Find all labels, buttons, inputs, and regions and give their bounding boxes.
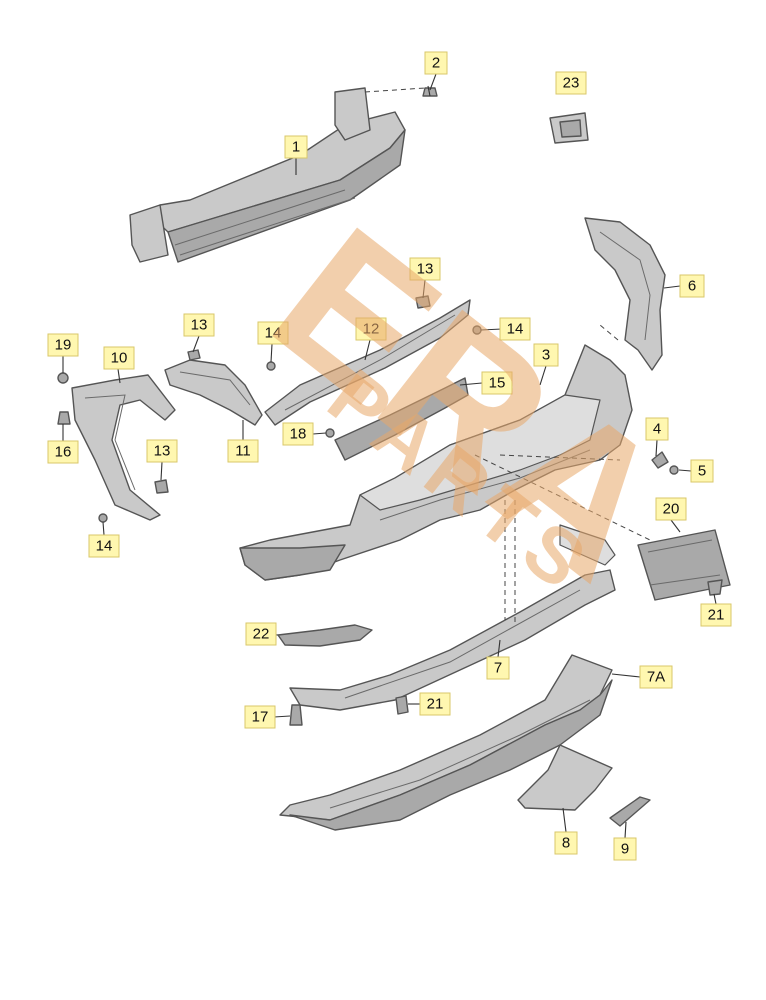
callout-12: 12	[355, 317, 387, 341]
part-small-trim-9	[609, 796, 651, 827]
svg-text:14: 14	[265, 325, 282, 342]
callout-19: 19	[47, 333, 79, 357]
callout-23: 23	[555, 71, 587, 95]
svg-text:3: 3	[542, 347, 550, 364]
callout-9: 9	[613, 837, 637, 861]
callout-14-top: 14	[499, 317, 531, 341]
callout-1: 1	[284, 135, 308, 159]
callout-11: 11	[227, 439, 259, 463]
svg-text:7A: 7A	[647, 669, 665, 686]
svg-text:15: 15	[489, 375, 506, 392]
svg-text:11: 11	[235, 443, 251, 460]
callout-17: 17	[244, 705, 276, 729]
callout-18: 18	[282, 422, 314, 446]
svg-text:21: 21	[427, 696, 444, 713]
callout-2: 2	[424, 51, 448, 75]
callout-3: 3	[533, 343, 559, 367]
callout-7: 7	[486, 656, 510, 680]
svg-text:21: 21	[708, 607, 725, 624]
part-side-panel-8	[517, 744, 613, 811]
svg-text:18: 18	[290, 426, 307, 443]
svg-text:12: 12	[363, 321, 380, 338]
svg-text:22: 22	[253, 626, 270, 643]
svg-text:5: 5	[698, 463, 706, 480]
svg-text:16: 16	[55, 444, 72, 461]
callout-8: 8	[554, 831, 578, 855]
svg-text:17: 17	[252, 709, 269, 726]
svg-text:2: 2	[432, 55, 440, 72]
callout-13-bracket: 13	[146, 439, 178, 463]
svg-text:9: 9	[621, 841, 629, 858]
svg-text:14: 14	[96, 538, 113, 555]
svg-text:8: 8	[562, 835, 570, 852]
part-bumper-cover-3	[239, 344, 633, 581]
callout-21-right: 21	[700, 603, 732, 627]
part-lower-strip-7	[289, 524, 616, 711]
fasteners	[57, 295, 723, 726]
part-bolt-2	[422, 85, 438, 97]
callout-6: 6	[679, 274, 705, 298]
svg-text:4: 4	[653, 421, 661, 438]
part-center-guide-12	[264, 299, 471, 426]
svg-text:1: 1	[292, 139, 300, 156]
svg-text:6: 6	[688, 278, 696, 295]
part-inner-trim-15	[334, 377, 469, 461]
svg-text:20: 20	[663, 501, 680, 518]
part-reinforcement-beam	[129, 87, 406, 263]
callout-15: 15	[481, 371, 513, 395]
callout-5: 5	[690, 459, 714, 483]
callout-7a: 7A	[639, 665, 673, 689]
callout-14-left: 14	[257, 321, 289, 345]
part-side-bracket-6	[584, 217, 666, 371]
callout-22: 22	[245, 622, 277, 646]
part-license-bracket-20	[637, 529, 731, 601]
callout-20: 20	[655, 497, 687, 521]
part-bracket-11	[164, 359, 263, 426]
svg-text:14: 14	[507, 321, 524, 338]
svg-text:13: 13	[191, 317, 208, 334]
part-trim-strip-22	[277, 624, 373, 647]
callout-13-left: 13	[183, 313, 215, 337]
part-diffuser-7a	[279, 654, 613, 831]
svg-text:23: 23	[563, 75, 580, 92]
callout-13-top: 13	[409, 257, 441, 281]
svg-text:7: 7	[494, 660, 502, 677]
part-bump-stop-23	[549, 112, 589, 144]
svg-text:13: 13	[417, 261, 434, 278]
svg-text:13: 13	[154, 443, 171, 460]
callout-10: 10	[103, 346, 135, 370]
callout-14-bottom: 14	[88, 534, 120, 558]
callout-16: 16	[47, 440, 79, 464]
callout-21-center: 21	[419, 692, 451, 716]
callout-4: 4	[645, 417, 669, 441]
svg-text:19: 19	[55, 337, 72, 354]
part-side-support-10	[71, 374, 176, 521]
svg-text:10: 10	[111, 350, 128, 367]
